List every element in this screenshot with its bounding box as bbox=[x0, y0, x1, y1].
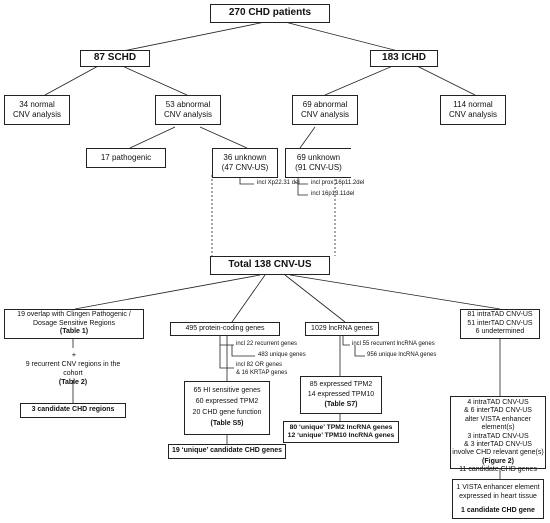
col1-overlap-box: 19 overlap with Clingen Pathogenic / Dos… bbox=[4, 309, 144, 339]
ichd-label: 183 ICHD bbox=[382, 52, 426, 64]
col2-result-label: 19 ‘unique’ candidate CHD genes bbox=[171, 447, 283, 455]
schd-unknown-box: 36 unknown (47 CNV-US) bbox=[212, 148, 278, 178]
col4-vista-line3: alter VISTA enhancer element(s) bbox=[464, 415, 532, 432]
col2-protein-label: 495 protein-coding genes bbox=[185, 324, 265, 332]
col4-vista-line1: 4 intraTAD CNV-US bbox=[467, 399, 529, 406]
col3-lncrna-label: 1029 lncRNA genes bbox=[311, 324, 373, 332]
col1-overlap-line1: 19 overlap with Clingen Pathogenic / bbox=[17, 310, 131, 318]
col4-candidate-box: 4 intraTAD CNV-US & 6 interTAD CNV-US al… bbox=[450, 396, 546, 473]
col4-enhancer-line1: 1 VISTA enhancer element bbox=[456, 483, 540, 491]
col3-result-line2: 12 ‘unique’ TPM10 lncRNA genes bbox=[287, 432, 395, 439]
col4-chd-line3: involve CHD relevant gene(s) bbox=[452, 449, 544, 457]
col4-vista-line2: & 6 interTAD CNV-US bbox=[464, 407, 532, 415]
col4-chd-line1: 3 intraTAD CNV-US bbox=[467, 432, 529, 440]
col3-note2: 956 unique lncRNA genes bbox=[367, 352, 437, 358]
schd-normal-line2: CNV analysis bbox=[12, 110, 61, 119]
col3-expressed-box: 85 expressed TPM2 14 expressed TPM10 (Ta… bbox=[300, 376, 382, 414]
schd-box: 87 SCHD bbox=[80, 50, 150, 67]
schd-normal-line1: 34 normal bbox=[19, 100, 55, 109]
ichd-unknown-line2: (91 CNV-US) bbox=[295, 163, 342, 172]
col4-enhancer-line2: expressed in heart tissue bbox=[459, 492, 537, 500]
ichd-abnormal-line1: 69 abnormal bbox=[302, 100, 348, 109]
schd-label: 87 SCHD bbox=[93, 52, 137, 64]
col2-filter-line1: 65 HI sensitive genes bbox=[193, 387, 261, 395]
pathogenic-box: 17 pathogenic bbox=[86, 148, 166, 168]
col3-expressed-line1: 85 expressed TPM2 bbox=[309, 381, 373, 389]
ichd-unknown-box: 69 unknown (91 CNV-US) bbox=[285, 148, 351, 178]
col4-tad-line1: 81 intraTAD CNV-US bbox=[467, 310, 533, 318]
ichd-unknown-note1: incl prox 16p11.2del bbox=[311, 180, 365, 186]
col1-result-box: 3 candidate CHD regions bbox=[20, 403, 126, 418]
ichd-unknown-line1: 69 unknown bbox=[296, 153, 341, 162]
col3-result-line1: 80 ‘unique’ TPM2 lncRNA genes bbox=[289, 423, 393, 431]
col4-chd-line2: & 3 interTAD CNV-US bbox=[464, 440, 532, 448]
col4-tad-box: 81 intraTAD CNV-US 51 interTAD CNV-US 6 … bbox=[460, 309, 540, 339]
col2-note3-line1: incl 82 OR genes bbox=[236, 362, 283, 368]
schd-unknown-line2: (47 CNV-US) bbox=[221, 163, 269, 172]
col4-final-gene: 1 candidate CHD gene bbox=[461, 507, 535, 515]
ichd-normal-line1: 114 normal bbox=[453, 100, 493, 109]
col4-tad-line3: 6 undetermined bbox=[475, 328, 525, 336]
col4-vista-group: 4 intraTAD CNV-US & 6 interTAD CNV-US al… bbox=[451, 399, 545, 433]
col3-lncrna-box: 1029 lncRNA genes bbox=[305, 322, 379, 336]
col2-note2: 483 unique genes bbox=[258, 352, 306, 358]
col1-recurrent-table: (Table 2) bbox=[58, 378, 88, 386]
total-label: Total 138 CNV-US bbox=[228, 259, 312, 271]
col1-recurrent-line2: cohort bbox=[63, 369, 83, 377]
ichd-abnormal-box: 69 abnormal CNV analysis bbox=[292, 95, 358, 125]
col1-recurrent-text: 9 recurrent CNV regions in the cohort (T… bbox=[4, 361, 142, 387]
schd-normal-box: 34 normal CNV analysis bbox=[4, 95, 70, 125]
col1-overlap-line2: Dosage Sensitive Regions bbox=[32, 319, 116, 327]
col2-filter-line2: 60 expressed TPM2 bbox=[195, 398, 259, 406]
col2-note3: incl 82 OR genes & 16 KRTAP genes bbox=[236, 362, 287, 377]
schd-abnormal-line2: CNV analysis bbox=[163, 110, 212, 119]
schd-unknown-note: incl Xp22.31 del bbox=[257, 180, 300, 186]
col3-expressed-line2: 14 expressed TPM10 bbox=[307, 391, 375, 399]
col1-result-label: 3 candidate CHD regions bbox=[31, 406, 115, 414]
col1-overlap-table: (Table 1) bbox=[59, 328, 89, 336]
schd-abnormal-line1: 53 abnormal bbox=[165, 100, 211, 109]
root-label: 270 CHD patients bbox=[228, 7, 312, 19]
col2-note1: incl 22 recurrent genes bbox=[236, 341, 298, 347]
col1-plus: + bbox=[71, 350, 77, 359]
col4-chd-group: 3 intraTAD CNV-US & 3 interTAD CNV-US in… bbox=[452, 433, 543, 467]
pathogenic-label: 17 pathogenic bbox=[100, 153, 152, 162]
col4-candidate-genes: 11 candidate CHD genes bbox=[459, 466, 537, 474]
col2-filter-box: 65 HI sensitive genes 60 expressed TPM2 … bbox=[184, 381, 270, 435]
col2-filter-table: (Table S5) bbox=[210, 419, 244, 427]
ichd-box: 183 ICHD bbox=[370, 50, 438, 67]
col2-note3-line2: & 16 KRTAP genes bbox=[236, 369, 288, 376]
col1-recurrent-line1: 9 recurrent CNV regions in the bbox=[25, 361, 121, 368]
col2-result-box: 19 ‘unique’ candidate CHD genes bbox=[168, 444, 286, 459]
ichd-normal-line2: CNV analysis bbox=[448, 110, 497, 119]
col4-chd-figure: (Figure 2) bbox=[482, 457, 514, 465]
col3-expressed-table: (Table S7) bbox=[324, 400, 358, 408]
ichd-unknown-note2: incl 16p13.11del bbox=[311, 191, 355, 197]
col2-filter-line3: 20 CHD gene function bbox=[192, 409, 262, 416]
schd-abnormal-box: 53 abnormal CNV analysis bbox=[155, 95, 221, 125]
schd-unknown-line1: 36 unknown bbox=[223, 153, 267, 162]
col4-tad-line2: 51 interTAD CNV-US bbox=[467, 319, 533, 327]
col2-protein-box: 495 protein-coding genes bbox=[170, 322, 280, 336]
root-box: 270 CHD patients bbox=[210, 4, 330, 23]
ichd-normal-box: 114 normal CNV analysis bbox=[440, 95, 506, 125]
col3-note1: incl 55 recurrent lncRNA genes bbox=[352, 341, 435, 347]
total-box: Total 138 CNV-US bbox=[210, 256, 330, 275]
col4-enhancer-box: 1 VISTA enhancer element expressed in he… bbox=[452, 479, 544, 519]
col3-result-box: 80 ‘unique’ TPM2 lncRNA genes 12 ‘unique… bbox=[283, 421, 399, 443]
ichd-abnormal-line2: CNV analysis bbox=[300, 110, 349, 119]
col4-enhancer-group: 1 VISTA enhancer element expressed in he… bbox=[456, 483, 539, 501]
